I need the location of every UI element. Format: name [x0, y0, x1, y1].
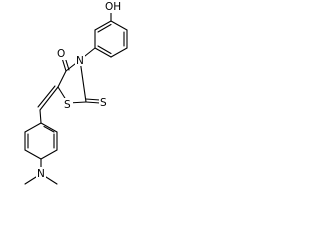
bond: [39, 109, 42, 124]
bond: [57, 70, 67, 88]
bond: [79, 59, 87, 103]
bond: [39, 86, 59, 111]
double-bond-inner: [97, 23, 112, 33]
bond: [94, 20, 112, 31]
thione-sulfur-label: S: [100, 97, 107, 109]
benzylidene-linker: [37, 85, 59, 124]
bond: [24, 122, 42, 133]
amine-nitrogen-label: N: [37, 168, 45, 180]
ring-sulfur-label: S: [64, 99, 71, 111]
methyl-bond: [24, 176, 37, 185]
bond: [40, 149, 58, 160]
bond: [110, 20, 128, 31]
bond: [24, 149, 42, 160]
thione-bond: [85, 101, 101, 104]
double-bond-inner: [97, 45, 112, 55]
molecule-structure: OH N O S S N: [24, 0, 128, 185]
aminophenyl-ring: [24, 122, 58, 185]
atom-labels: OH N O S S N: [36, 0, 124, 180]
carbonyl-oxygen-label: O: [57, 48, 65, 60]
double-bond-inner: [37, 85, 56, 108]
methyl-bond: [45, 176, 58, 185]
hydroxyl-label: OH: [105, 1, 121, 13]
ring-nitrogen-label: N: [76, 55, 84, 67]
double-bond-inner: [43, 125, 55, 133]
bond: [110, 47, 128, 58]
bond: [94, 47, 112, 58]
bond: [40, 122, 58, 133]
phenol-ring: [94, 11, 128, 58]
thione-bond: [85, 98, 101, 101]
carbonyl-bond: [61, 57, 67, 72]
